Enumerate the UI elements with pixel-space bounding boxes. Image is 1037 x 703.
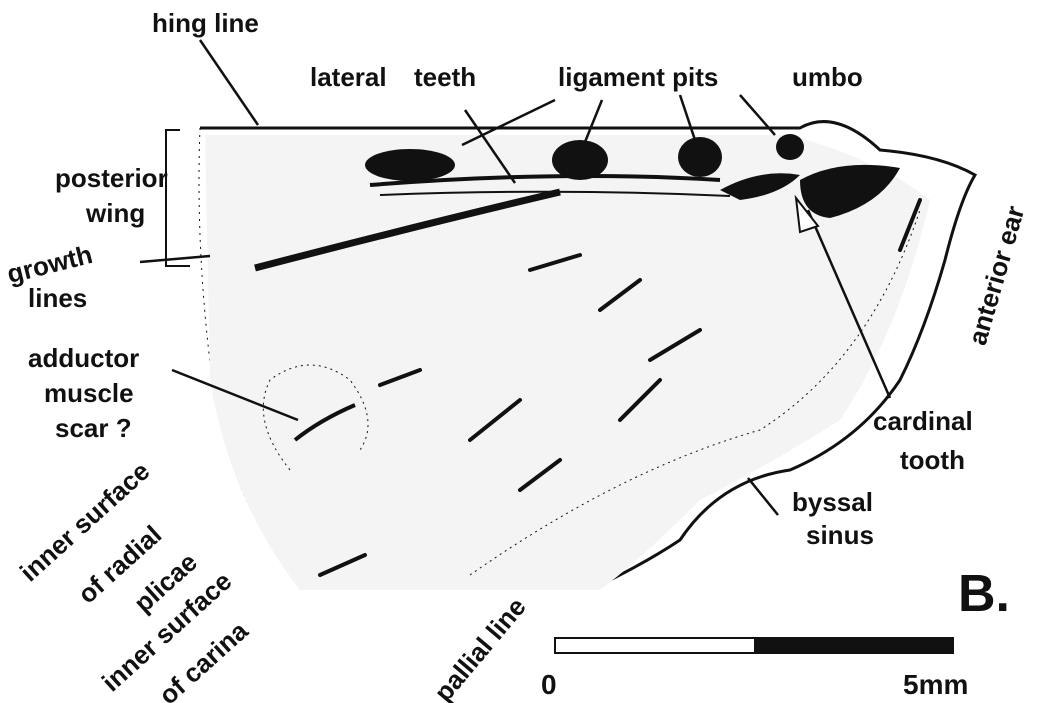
label-posterior-wing-2: wing — [86, 198, 145, 229]
posterior-wing-bracket — [166, 130, 190, 266]
label-growth-lines-2: lines — [28, 283, 87, 314]
scale-bar-start-label: 0 — [541, 670, 557, 700]
label-posterior-wing-1: posterior — [55, 163, 168, 194]
scale-bar-black-segment — [755, 638, 953, 653]
ligament-pit-3 — [678, 137, 722, 177]
leader-ligament-pit-3 — [680, 95, 695, 140]
leader-hinge-line — [200, 40, 258, 125]
ligament-pit-4 — [776, 134, 804, 160]
label-ligament-pits: ligament pits — [558, 62, 718, 93]
scale-bar-white-segment — [555, 638, 755, 653]
label-teeth: teeth — [414, 62, 476, 93]
label-byssal-sinus-2: sinus — [806, 520, 874, 551]
label-lateral: lateral — [310, 62, 387, 93]
label-cardinal-tooth-1: cardinal — [873, 406, 973, 437]
leader-byssal-sinus — [748, 478, 778, 515]
panel-letter: B. — [958, 566, 1010, 622]
label-hinge-line: hing line — [152, 8, 259, 39]
ligament-pit-2 — [552, 140, 608, 180]
leader-growth-lines — [140, 256, 210, 262]
scale-bar — [555, 638, 953, 653]
label-adductor-2: muscle — [44, 378, 134, 409]
label-cardinal-tooth-2: tooth — [900, 445, 965, 476]
ligament-pit-1 — [365, 149, 455, 181]
label-byssal-sinus-1: byssal — [792, 487, 873, 518]
label-adductor-3: scar ? — [55, 413, 132, 444]
scale-bar-end-label: 5mm — [903, 670, 968, 700]
label-adductor-1: adductor — [28, 343, 139, 374]
label-umbo: umbo — [792, 62, 863, 93]
